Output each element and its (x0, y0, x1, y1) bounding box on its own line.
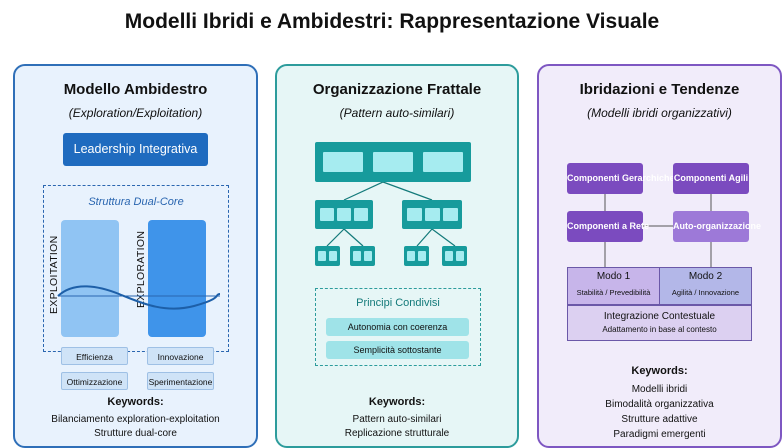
fractal-leaf-node (404, 246, 429, 266)
tag-ottimizzazione: Ottimizzazione (61, 372, 128, 390)
panel-title: Modello Ambidestro (63, 81, 208, 98)
panel-subtitle: (Exploration/Exploitation) (68, 106, 203, 120)
panel-subtitle: (Pattern auto-similari) (339, 106, 455, 120)
fractal-leaf-node (442, 246, 467, 266)
balance-wave (57, 285, 221, 310)
panel-title: Organizzazione Frattale (312, 81, 482, 98)
modo-2-sub: Agilità / Innovazione (671, 288, 740, 297)
fractal-mid-node (315, 200, 373, 229)
fractal-leaf-node (315, 246, 340, 266)
principles-title: Principi Condivisi (356, 297, 440, 309)
page-title: Modelli Ibridi e Ambidestri: Rappresenta… (124, 10, 660, 33)
fractal-root-node (315, 142, 471, 182)
panel-title: Ibridazioni e Tendenze (579, 81, 740, 98)
panel-subtitle: (Modelli ibridi organizzativi) (587, 106, 732, 120)
fractal-connectors (326, 181, 456, 247)
principle-item: Semplicità sottostante (326, 341, 469, 359)
keywords-title: Keywords: (631, 365, 688, 377)
exploration-bar (148, 220, 206, 337)
hybrid-panel: Ibridazioni e Tendenze (Modelli ibridi o… (537, 64, 782, 448)
keyword-item: Strutture dual-core (94, 428, 177, 439)
leadership-box: Leadership Integrativa (63, 133, 208, 166)
modo-2-title: Modo 2 (688, 271, 723, 282)
principles-box: Principi Condivisi Autonomia con coerenz… (315, 288, 481, 366)
integration-sub: Adattamento in base al contesto (602, 325, 717, 334)
keyword-item: Pattern auto-similari (352, 414, 442, 425)
fractal-leaf-node (350, 246, 375, 266)
modo-1-title: Modo 1 (596, 271, 631, 282)
keyword-item: Bilanciamento exploration-exploitation (51, 414, 220, 425)
keyword-item: Strutture adattive (621, 414, 698, 425)
component-network: Componenti a Rete (567, 211, 649, 242)
fractal-panel: Organizzazione Frattale (Pattern auto-si… (275, 64, 519, 448)
keyword-item: Modelli ibridi (631, 384, 688, 395)
integration-title: Integrazione Contestuale (603, 311, 716, 322)
tag-sperimentazione: Sperimentazione (147, 372, 214, 390)
keyword-item: Bimodalità organizzativa (605, 399, 714, 410)
integration-box: Integrazione Contestuale Adattamento in … (567, 305, 752, 341)
fractal-mid-node (402, 200, 462, 229)
component-self-organization: Auto-organizzazione (673, 211, 761, 242)
dual-core-box: Struttura Dual-Core EXPLOITATION EXPLORA… (43, 185, 229, 352)
dual-core-title: Struttura Dual-Core (88, 196, 184, 208)
component-hierarchical: Componenti Gerarchiche (567, 163, 675, 194)
component-agile: Componenti Agili (673, 163, 749, 194)
tag-efficienza: Efficienza (61, 347, 128, 365)
modo-1-box: Modo 1 Stabilità / Prevedibilità (567, 267, 660, 305)
principle-item: Autonomia con coerenza (326, 318, 469, 336)
modo-2-box: Modo 2 Agilità / Innovazione (659, 267, 752, 305)
keyword-item: Replicazione strutturale (344, 428, 450, 439)
modo-1-sub: Stabilità / Prevedibilità (576, 288, 651, 297)
ambidextrous-panel: Modello Ambidestro (Exploration/Exploita… (13, 64, 258, 448)
keywords-title: Keywords: (107, 396, 164, 408)
keyword-item: Paradigmi emergenti (613, 429, 706, 440)
exploitation-bar (61, 220, 119, 337)
tag-innovazione: Innovazione (147, 347, 214, 365)
keywords-title: Keywords: (368, 396, 426, 408)
